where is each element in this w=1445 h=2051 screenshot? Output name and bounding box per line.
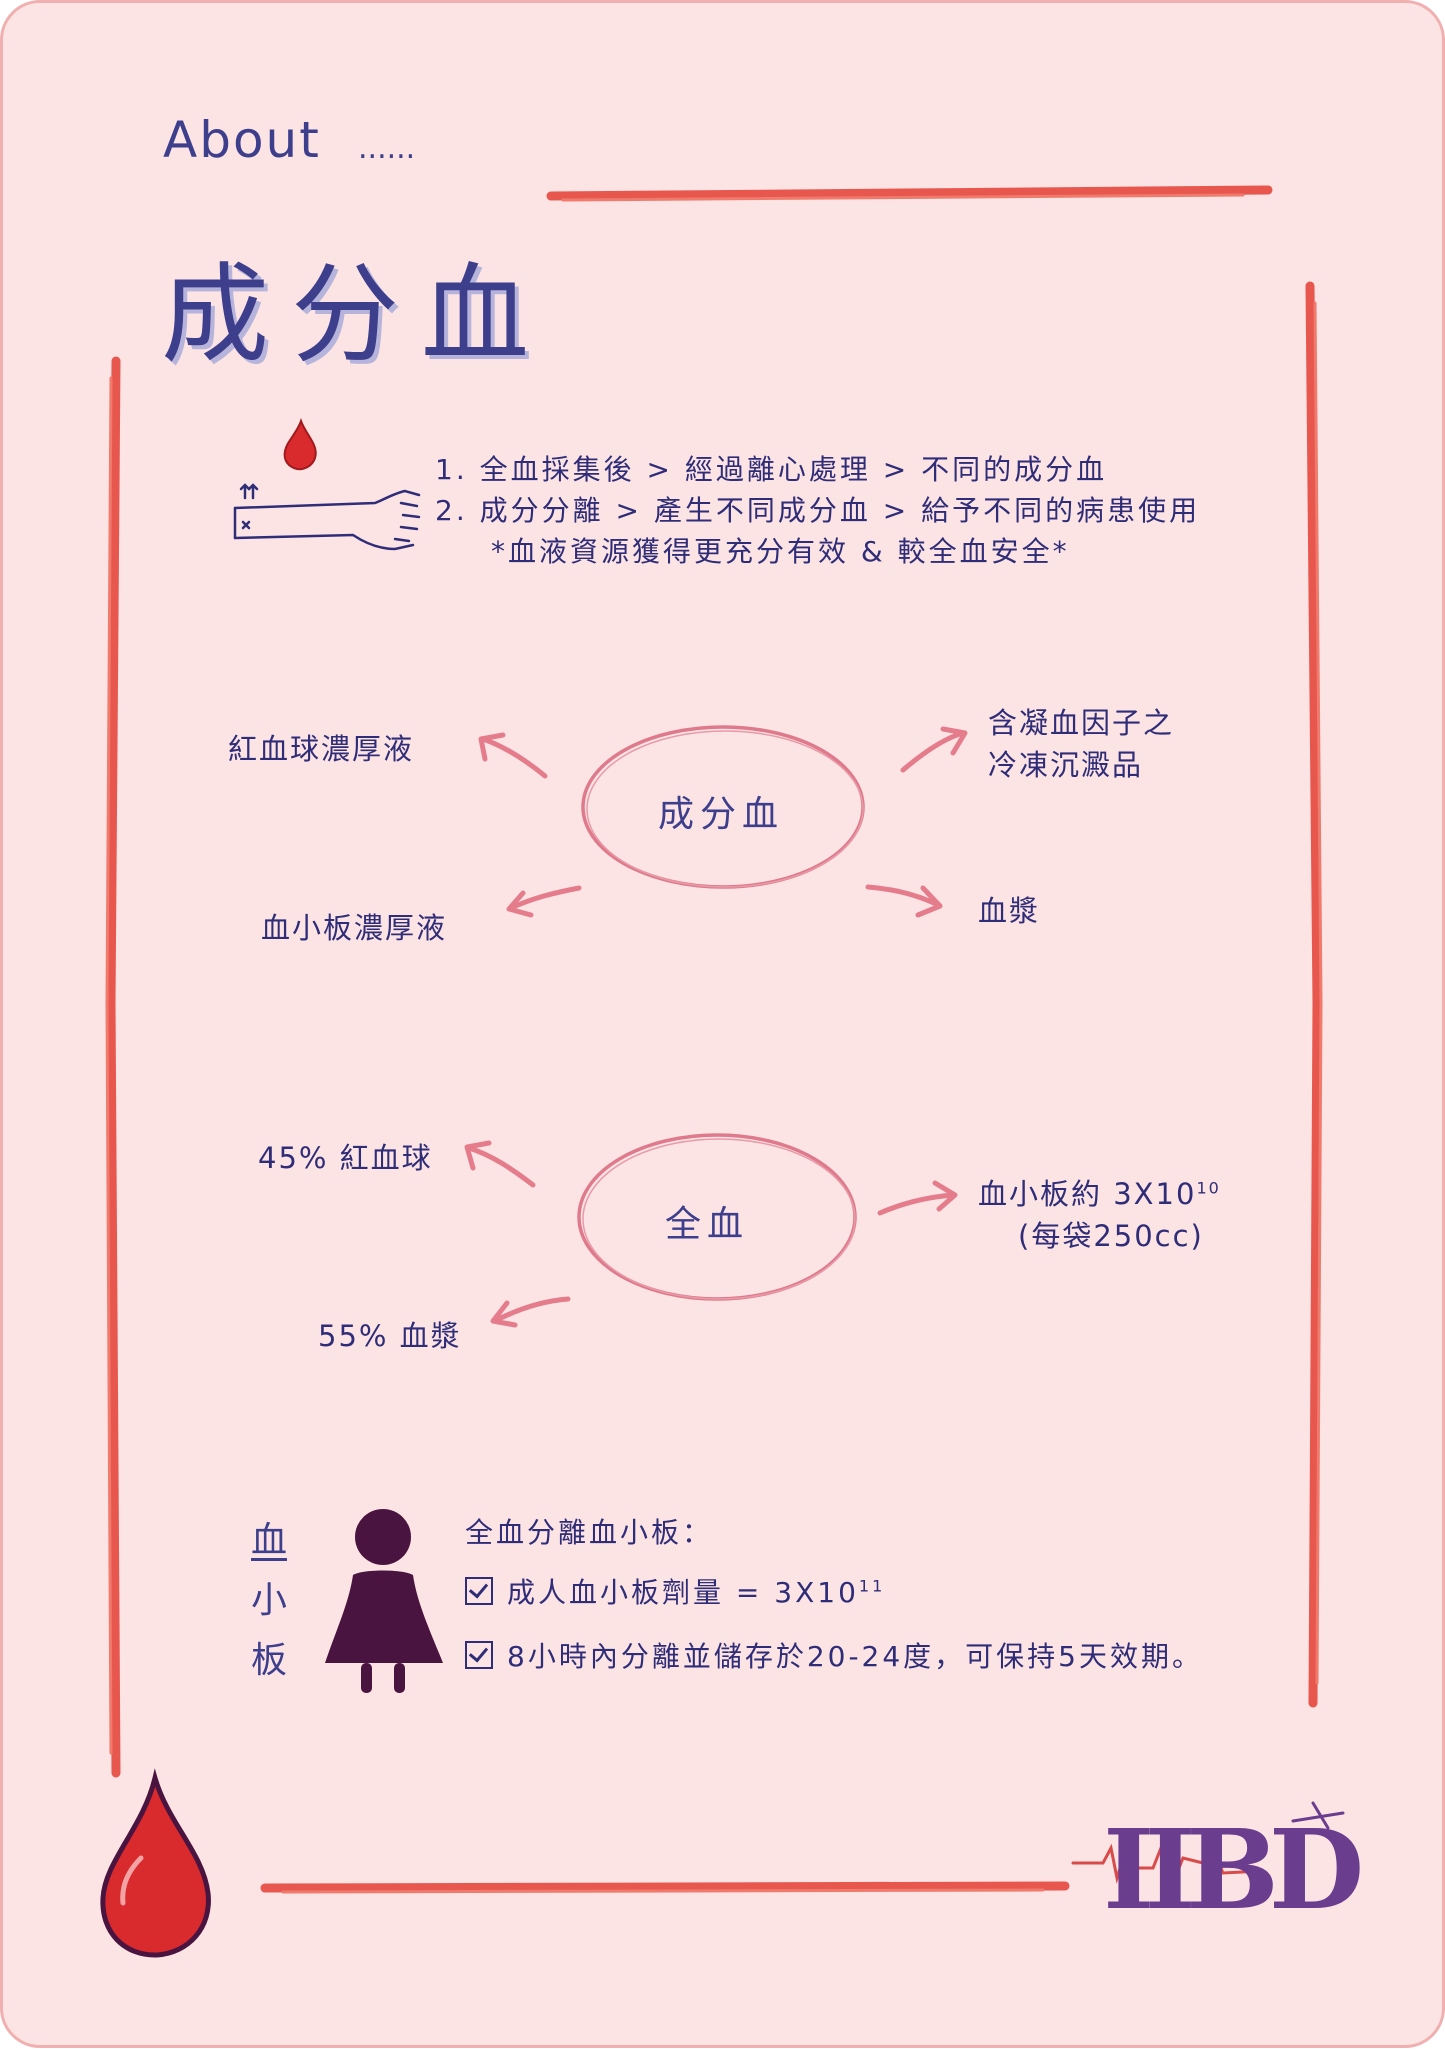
frame-top-stroke-texture — [561, 193, 1245, 202]
label-cryo-line-2: 冷凍沉澱品 — [988, 748, 1144, 782]
about-dots: ...... — [358, 131, 416, 166]
big-blood-drop-icon — [100, 1768, 211, 1958]
frame-left-stroke — [106, 356, 121, 1778]
frame-top-stroke — [546, 185, 1273, 201]
decorations: IIBD — [100, 185, 1370, 1958]
label-45-red-cells: 45% 紅血球 — [258, 1141, 433, 1175]
intro-line-1: 1. 全血採集後 > 經過離心處理 > 不同的成分血 — [435, 453, 1108, 486]
label-platelet-count: 血小板約 3X1010 — [978, 1177, 1221, 1211]
label-platelet-concentrate: 血小板濃厚液 — [261, 911, 448, 945]
iibd-logo: IIBD — [1071, 1801, 1370, 1934]
label-per-bag: (每袋250cc) — [1018, 1219, 1204, 1253]
label-red-cell-concentrate: 紅血球濃厚液 — [228, 732, 415, 766]
page-title: 成分血 — [161, 253, 552, 378]
frame-left-stroke-texture — [105, 376, 113, 1755]
svg-text:IIBD: IIBD — [1103, 1805, 1360, 1934]
woman-figure-icon — [325, 1509, 443, 1693]
label-cryo-line-1: 含凝血因子之 — [988, 706, 1175, 740]
platelet-item-2: 8小時內分離並儲存於20-24度，可保持5天效期。 — [465, 1635, 1203, 1675]
about-label: About — [163, 111, 321, 169]
frame-right-stroke-texture — [1313, 301, 1323, 1685]
checkbox-checked-icon — [465, 1641, 493, 1669]
frame-right-stroke — [1305, 281, 1322, 1708]
side-label-char-2: 小 — [251, 1580, 288, 1621]
intro-line-3: *血液資源獲得更充分有效 & 較全血安全* — [491, 535, 1070, 568]
arm-icon — [233, 483, 421, 551]
frame-bottom-stroke-texture — [281, 1888, 1045, 1894]
components-center-label: 成分血 — [658, 794, 785, 835]
side-label-char-1: 血 — [251, 1520, 288, 1561]
platelet-heading: 全血分離血小板： — [465, 1516, 714, 1549]
label-55-plasma: 55% 血漿 — [318, 1319, 462, 1353]
checkbox-checked-icon — [465, 1577, 493, 1605]
intro-line-2: 2. 成分分離 > 產生不同成分血 > 給予不同的病患使用 — [435, 494, 1201, 527]
frame-bottom-stroke — [260, 1881, 1070, 1893]
whole-blood-arrows — [464, 1140, 958, 1328]
label-plasma: 血漿 — [978, 894, 1041, 928]
components-arrows — [478, 726, 968, 918]
small-blood-drop-icon — [283, 417, 317, 471]
side-label-char-3: 板 — [251, 1640, 288, 1681]
platelet-item-1: 成人血小板劑量 = 3X1011 — [465, 1571, 885, 1611]
whole-blood-center-label: 全血 — [665, 1204, 750, 1245]
